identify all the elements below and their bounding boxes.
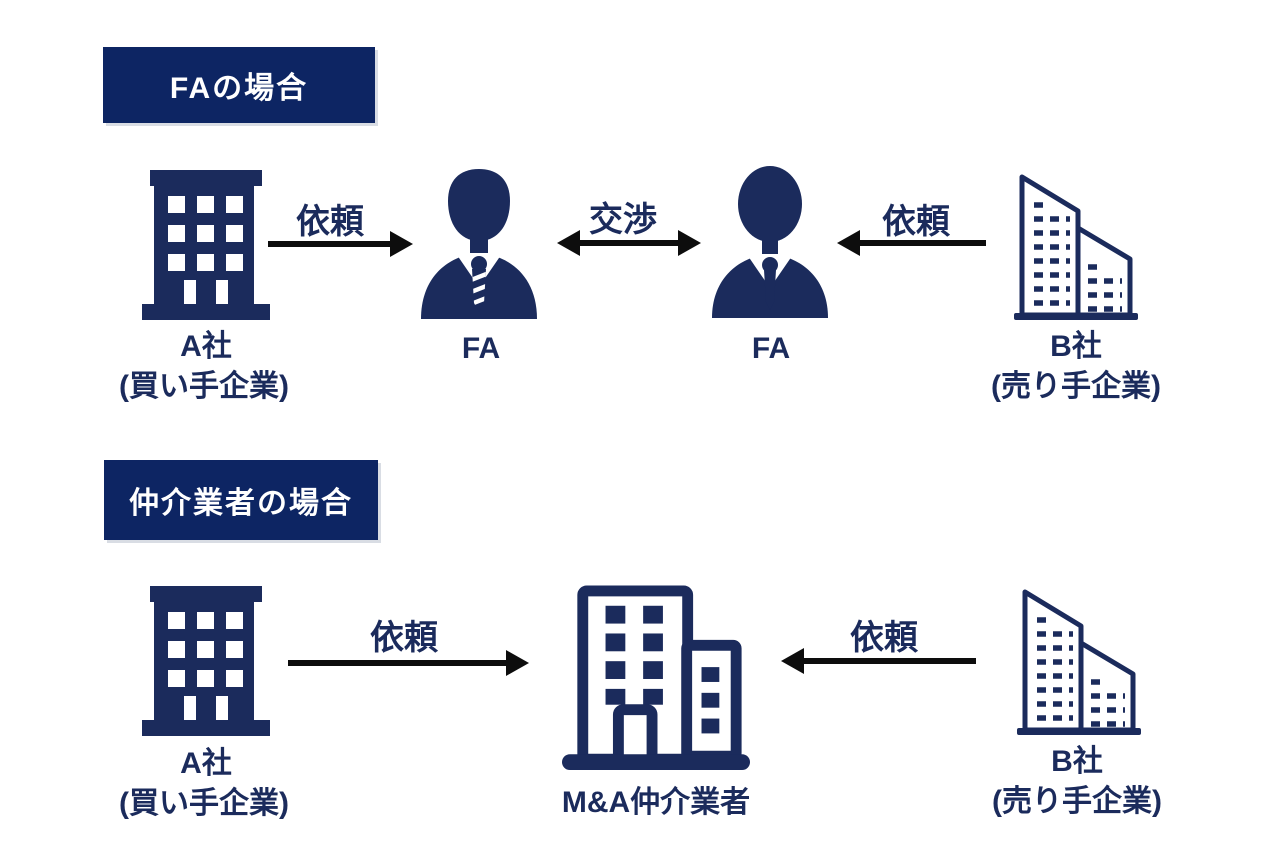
company-a-label: A社 xyxy=(180,747,232,780)
request-arrow xyxy=(802,658,976,664)
request-arrow xyxy=(268,241,392,247)
company-b-label: B社 xyxy=(1051,745,1103,778)
company-a-sublabel: (買い手企業) xyxy=(119,370,289,403)
building-outline-icon xyxy=(1012,171,1140,323)
company-b-sublabel: (売り手企業) xyxy=(992,785,1162,818)
request-arrow-label: 依頼 xyxy=(370,619,438,657)
company-b-label: B社 xyxy=(1050,330,1102,363)
company-a-label: A社 xyxy=(180,330,232,363)
request-arrow-label: 依頼 xyxy=(296,203,364,241)
negotiation-arrow-label: 交渉 xyxy=(589,201,657,239)
broker-label: M&A仲介業者 xyxy=(561,786,751,819)
businessman-icon xyxy=(704,161,836,323)
fa-right-label: FA xyxy=(751,332,791,365)
building-filled-icon xyxy=(142,586,270,736)
fa-left-label: FA xyxy=(461,332,501,365)
request-arrow-label: 依頼 xyxy=(850,619,918,657)
section-title-intermediary: 仲介業者の場合 xyxy=(104,460,378,540)
negotiation-arrow xyxy=(578,240,680,246)
request-arrow-label: 依頼 xyxy=(882,203,950,241)
request-arrow xyxy=(288,660,508,666)
businessman-icon xyxy=(413,163,545,323)
building-outline-icon xyxy=(1015,586,1143,738)
company-b-sublabel: (売り手企業) xyxy=(991,370,1161,403)
section-title-fa: FAの場合 xyxy=(103,47,375,123)
office-tower-outline-icon xyxy=(562,584,750,772)
building-filled-icon xyxy=(142,170,270,320)
company-a-sublabel: (買い手企業) xyxy=(119,787,289,820)
request-arrow xyxy=(858,240,986,246)
